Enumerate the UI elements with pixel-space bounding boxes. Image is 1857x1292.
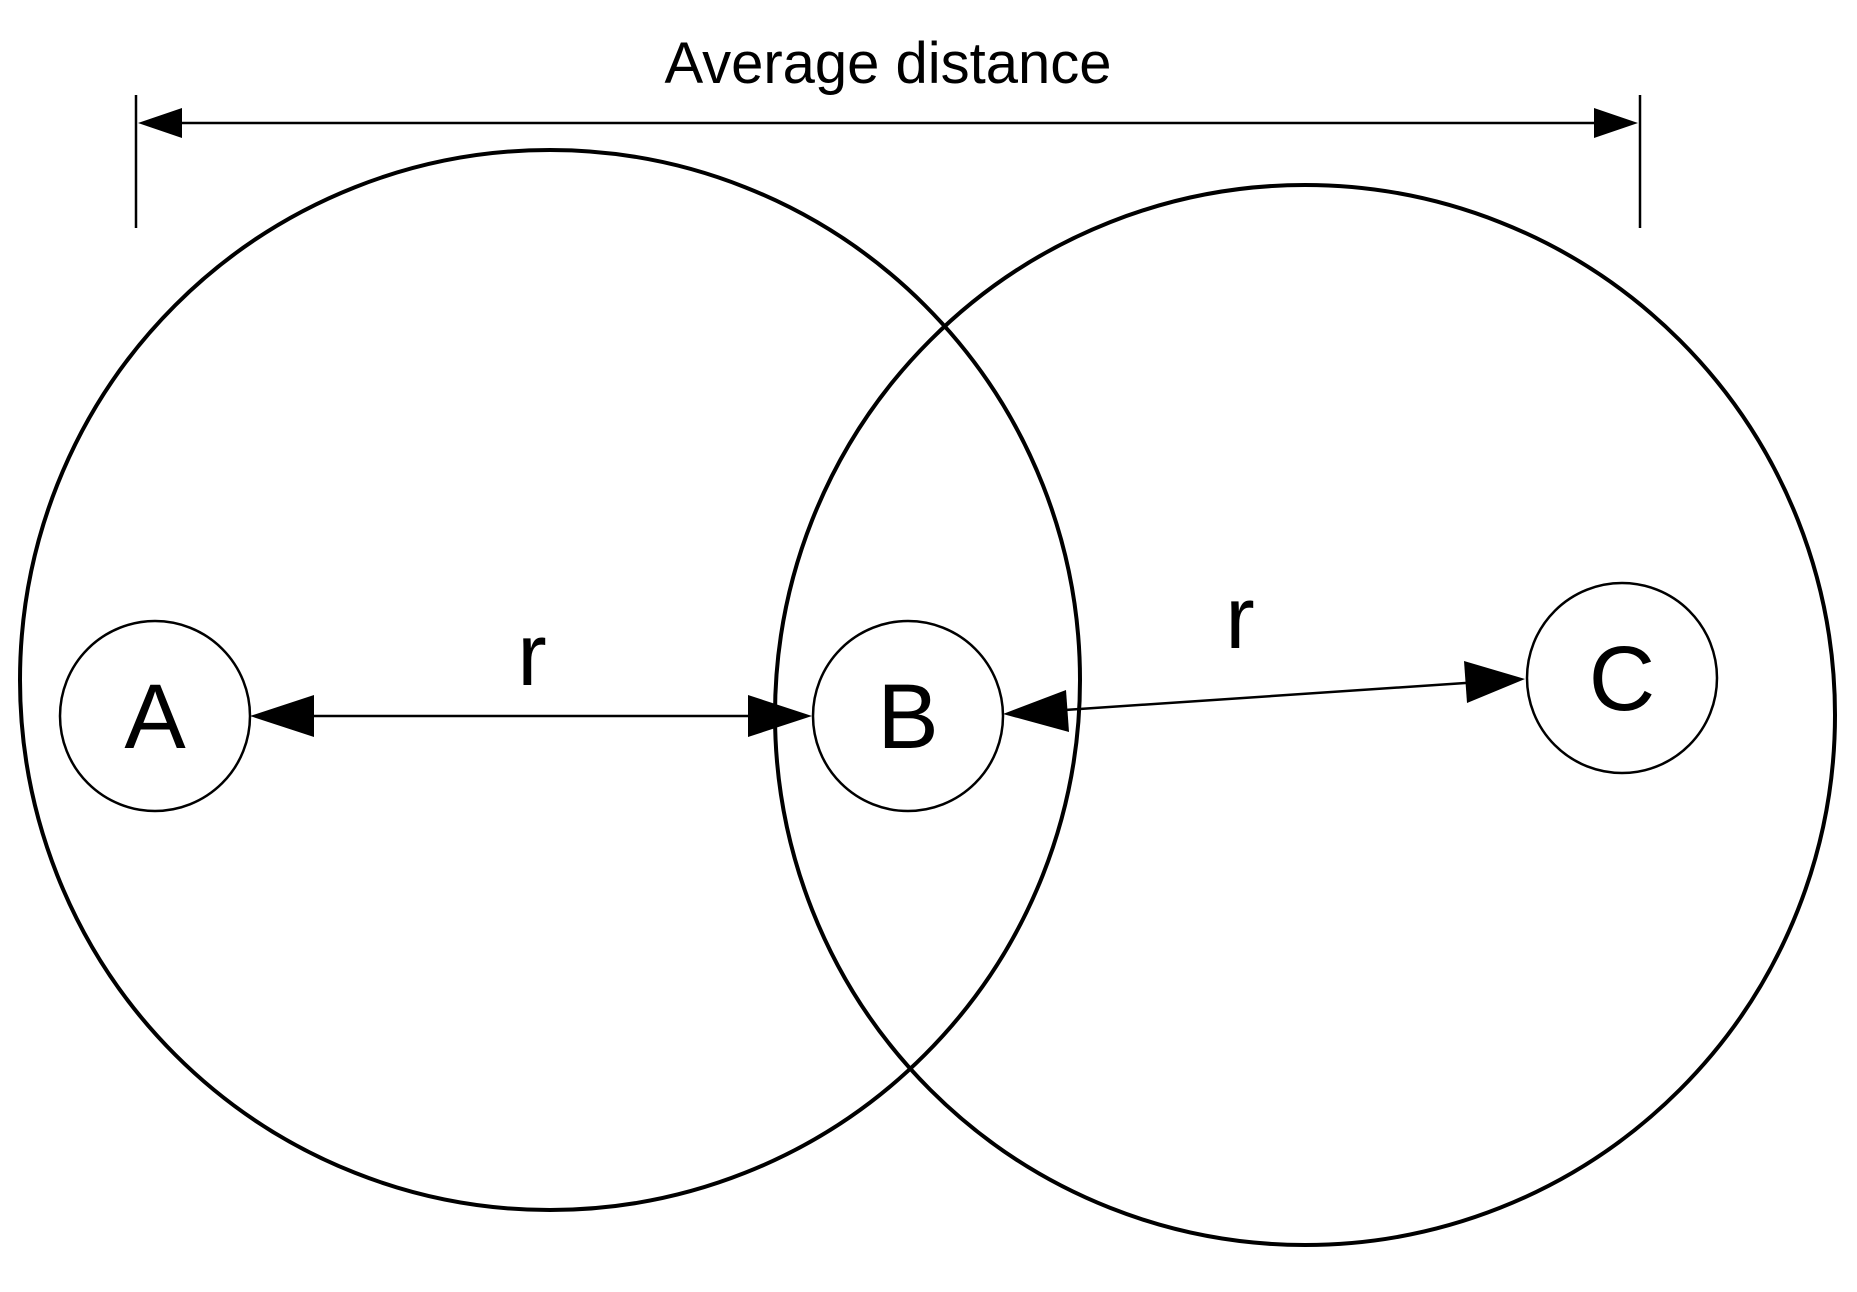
dimension-arrowhead-right [1594,108,1638,138]
ab-arrowhead-left [250,695,314,737]
ab-distance-arrow [250,695,812,737]
node-b-circle [811,619,1005,813]
node-c-label: C [1589,628,1655,730]
ab-arrowhead-right [748,695,812,737]
bc-arrowhead-right [1464,661,1525,703]
node-a: A [58,619,252,813]
average-distance-dimension [134,95,1642,228]
node-b: B [811,619,1005,813]
node-a-circle [58,619,252,813]
bc-radius-label: r [1225,568,1254,667]
ab-radius-label: r [517,605,546,704]
node-c-circle [1525,581,1719,775]
bc-arrowhead-left [1003,690,1069,732]
node-a-label: A [124,666,186,768]
node-c: C [1525,581,1719,775]
average-distance-label: Average distance [664,31,1111,96]
bc-distance-line [1049,680,1481,713]
dimension-arrowhead-left [138,108,182,138]
range-circle-left [18,148,1082,1212]
node-b-label: B [877,666,938,768]
bc-distance-arrow [1003,661,1525,732]
